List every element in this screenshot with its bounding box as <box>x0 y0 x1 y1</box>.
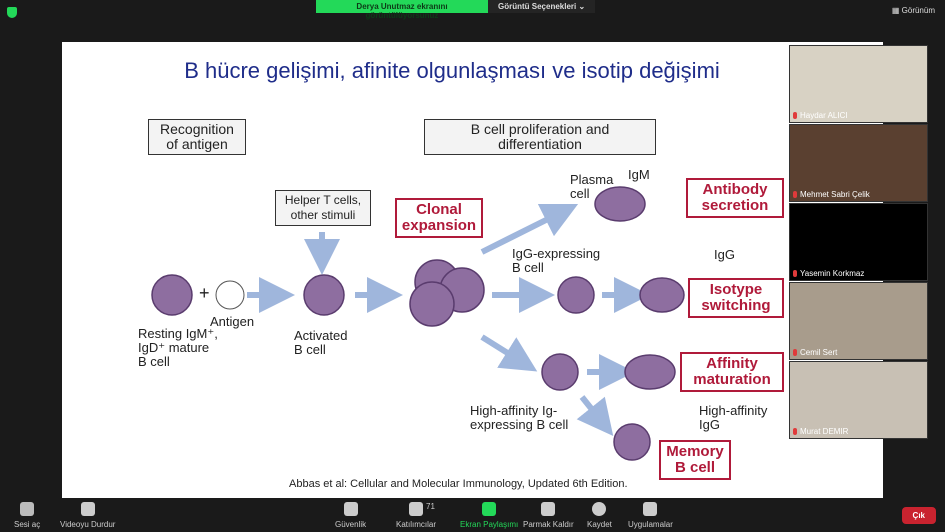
unmute-button[interactable]: Sesi aç <box>14 502 40 529</box>
box-affinity: Affinity maturation <box>680 352 784 392</box>
hand-icon <box>541 502 556 516</box>
muted-mic-icon <box>20 502 35 516</box>
sharing-status: Derya Unutmaz ekranını görüntülüyorsunuz <box>316 0 488 20</box>
box-clonal: Clonal expansion <box>395 198 483 238</box>
participant-tile[interactable]: Haydar ALICI <box>789 45 928 123</box>
share-arrow-icon <box>482 502 497 516</box>
label-high-affinity-igg: High-affinity IgG <box>699 403 768 432</box>
stop-video-button[interactable]: Videoyu Durdur <box>60 502 115 529</box>
record-icon <box>592 502 607 516</box>
shield-icon <box>343 502 358 516</box>
mic-muted-icon <box>793 270 797 277</box>
mic-muted-icon <box>793 191 797 198</box>
label-high-affinity-cell: High-affinity Ig-expressing B cell <box>470 403 569 432</box>
box-antibody: Antibody secretion <box>686 178 784 218</box>
box-proliferation: B cell proliferation and differentiation <box>424 119 656 155</box>
box-helper-t: Helper T cells, other stimuli <box>275 190 371 226</box>
slide-title: B hücre gelişimi, afinite olgunlaşması v… <box>184 58 720 83</box>
diagram-graphics <box>151 186 685 461</box>
raise-hand-button[interactable]: Parmak Kaldır <box>523 502 574 529</box>
box-isotype: Isotype switching <box>688 278 784 318</box>
plus-sign: + <box>199 283 210 303</box>
label-igm: IgM <box>628 167 650 182</box>
participant-tile[interactable]: Cemil Sert <box>789 282 928 360</box>
encryption-shield-icon[interactable] <box>7 7 17 18</box>
record-button[interactable]: Kaydet <box>587 502 612 529</box>
apps-button[interactable]: Uygulamalar <box>628 502 673 529</box>
view-button[interactable]: ▦ Görünüm <box>891 6 935 15</box>
participant-tile[interactable]: Mehmet Sabri Çelik <box>789 124 928 202</box>
label-igg-cell: IgG-expressing B cell <box>512 246 601 275</box>
label-resting: Resting IgM⁺, IgD⁺ mature B cell <box>138 326 218 369</box>
citation: Abbas et al: Cellular and Molecular Immu… <box>289 478 628 490</box>
share-screen-button[interactable]: Ekran Paylaşımı <box>460 502 518 529</box>
label-antigen: Antigen <box>210 314 255 329</box>
label-igg: IgG <box>714 247 735 262</box>
share-banner: Derya Unutmaz ekranını görüntülüyorsunuz… <box>316 0 596 20</box>
mic-muted-icon <box>793 349 797 356</box>
box-memory: Memory B cell <box>659 440 731 480</box>
view-options-button[interactable]: Görüntü Seçenekleri ⌄ <box>488 0 596 13</box>
mic-muted-icon <box>793 112 797 119</box>
security-button[interactable]: Güvenlik <box>335 502 366 529</box>
participants-icon <box>409 502 423 516</box>
label-activated: Activated B cell <box>294 328 348 357</box>
apps-icon <box>643 502 658 516</box>
box-recognition: Recognition of antigen <box>148 119 246 155</box>
meeting-toolbar: Sesi aç Videoyu Durdur Güvenlik Katılımc… <box>0 500 945 532</box>
leave-button[interactable]: Çık <box>901 507 936 524</box>
label-plasma: Plasma cell <box>570 172 614 201</box>
video-gallery: Haydar ALICI Mehmet Sabri Çelik Yasemin … <box>789 45 928 440</box>
participant-tile[interactable]: Yasemin Korkmaz <box>789 203 928 281</box>
mic-muted-icon <box>793 428 797 435</box>
shared-slide: B hücre gelişimi, afinite olgunlaşması v… <box>62 42 883 498</box>
video-camera-icon <box>80 502 95 516</box>
participant-tile[interactable]: Murat DEMIR <box>789 361 928 439</box>
